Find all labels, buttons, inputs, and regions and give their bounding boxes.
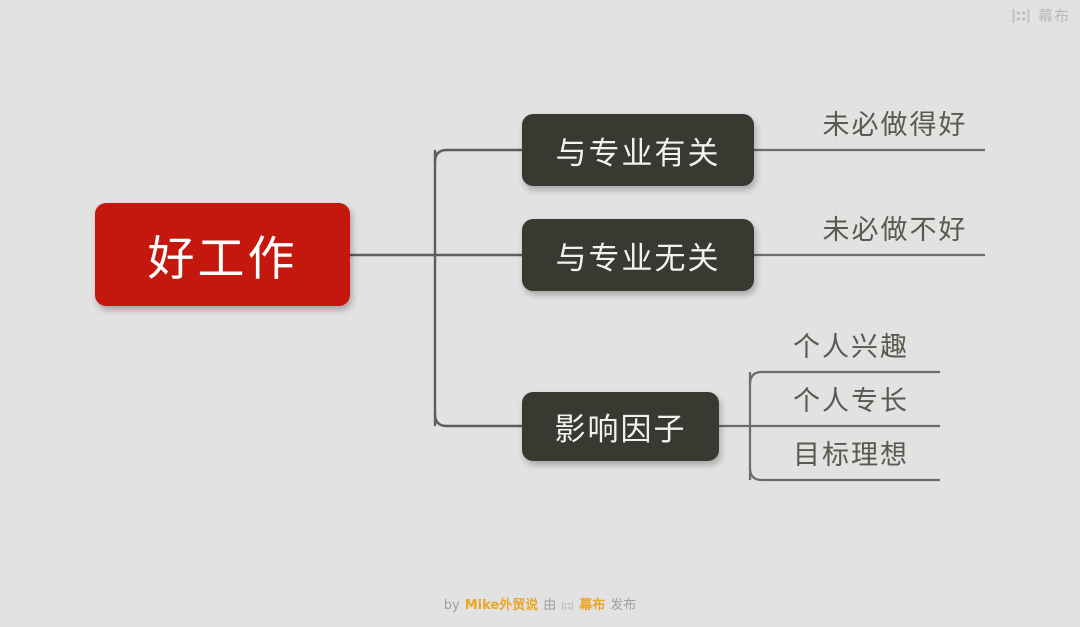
mindmap-node-root[interactable]: 好工作 (95, 203, 350, 306)
mindmap-leaf-branch-2-0-label: 未必做不好 (822, 214, 968, 246)
mindmap-node-branch-3-label: 影响因子 (554, 412, 687, 448)
mindmap-node-branch-2[interactable]: 与专业无关 (522, 219, 754, 291)
mindmap-node-branch-1-label: 与专业有关 (555, 135, 721, 172)
mindmap-leaf-branch-3-0-label: 个人兴趣 (793, 331, 909, 363)
mindmap-logo-icon (1012, 9, 1030, 23)
mindmap-leaf-branch-3-1-label: 个人专长 (793, 385, 909, 417)
footer-brand[interactable]: 幕布 (579, 598, 606, 613)
mindmap-logo-icon (562, 600, 574, 611)
footer-credit: by Mike外贸说 由 幕布 发布 (0, 599, 1080, 612)
mindmap-leaf-branch-1-0-label: 未必做得好 (822, 109, 968, 141)
mindmap-node-branch-1[interactable]: 与专业有关 (522, 114, 754, 186)
mindmap-leaf-branch-3-2[interactable]: 目标理想 (762, 430, 940, 474)
brand-logo: 幕布 (1011, 7, 1070, 25)
mindmap-leaf-branch-1-0[interactable]: 未必做得好 (805, 100, 985, 144)
link-trunk-branch-3 (433, 413, 522, 428)
footer-middle-label: 由 (543, 598, 557, 613)
mindmap-leaf-branch-2-0[interactable]: 未必做不好 (805, 205, 985, 249)
footer-publish-label: 发布 (610, 598, 637, 613)
footer-by-label: by (443, 598, 460, 613)
link-trunk-branch-1 (433, 148, 522, 163)
mindmap-leaf-branch-3-2-label: 目标理想 (793, 439, 909, 471)
mindmap-node-root-label: 好工作 (147, 232, 298, 287)
brand-name: 幕布 (1037, 6, 1070, 25)
mindmap-node-branch-3[interactable]: 影响因子 (522, 392, 719, 461)
mindmap-node-branch-2-label: 与专业无关 (555, 240, 721, 277)
mindmap-leaf-branch-3-0[interactable]: 个人兴趣 (762, 322, 940, 366)
footer-author[interactable]: Mike外贸说 (464, 598, 539, 613)
mindmap-leaf-branch-3-1[interactable]: 个人专长 (762, 376, 940, 420)
